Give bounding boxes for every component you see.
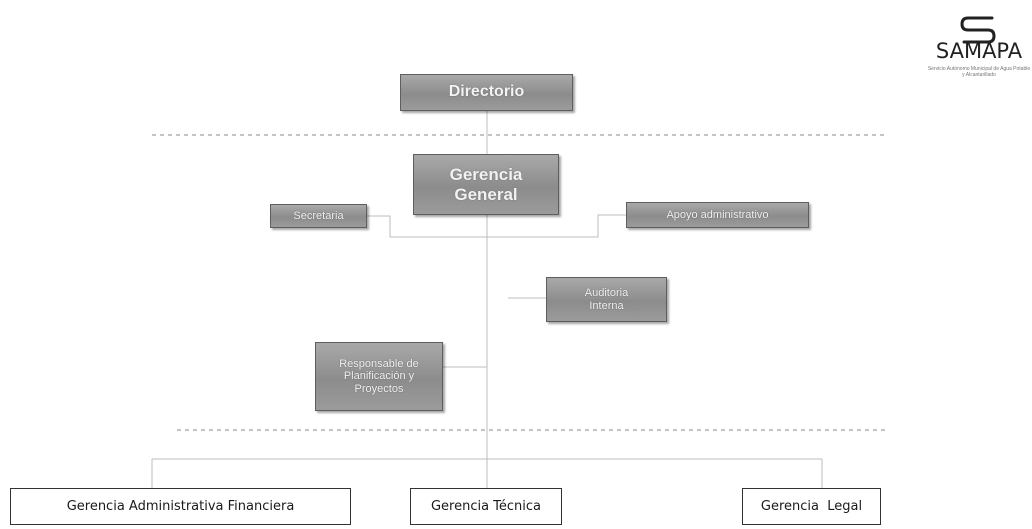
gerencia-administrativa-financiera-box: Gerencia Administrativa Financiera: [10, 488, 351, 525]
samapa-logo-icon: [960, 16, 996, 44]
logo-wordmark: SAMAPA: [935, 39, 1023, 63]
gerencia-general-box: Gerencia General: [413, 154, 559, 215]
apoyo-administrativo-box: Apoyo administrativo: [626, 202, 809, 228]
directorio-label: Directorio: [448, 83, 525, 101]
gerencia-general-label: Gerencia General: [449, 164, 523, 204]
auditoria-interna-box: Auditoria Interna: [546, 277, 667, 322]
planificacion-box: Responsable de Planificación y Proyectos: [315, 342, 443, 411]
auditoria-interna-label: Auditoria Interna: [584, 286, 629, 312]
directorio-box: Directorio: [400, 74, 573, 111]
secretaria-box: Secretaria: [270, 204, 367, 228]
logo-tagline: Servicio Autónomo Municipal de Agua Pota…: [927, 66, 1031, 78]
gerencia-legal-box: Gerencia Legal: [742, 488, 881, 525]
apoyo-connector: [487, 214, 626, 238]
gerencia-tecnica-box: Gerencia Técnica: [410, 488, 562, 525]
planificacion-label: Responsable de Planificación y Proyectos: [339, 357, 419, 395]
apoyo-administrativo-label: Apoyo administrativo: [666, 208, 769, 221]
gerencia-legal-label: Gerencia Legal: [760, 499, 863, 514]
secretaria-connector: [367, 215, 487, 238]
gerencia-administrativa-financiera-label: Gerencia Administrativa Financiera: [66, 499, 295, 514]
secretaria-label: Secretaria: [293, 209, 344, 222]
gerencia-tecnica-label: Gerencia Técnica: [430, 499, 542, 514]
